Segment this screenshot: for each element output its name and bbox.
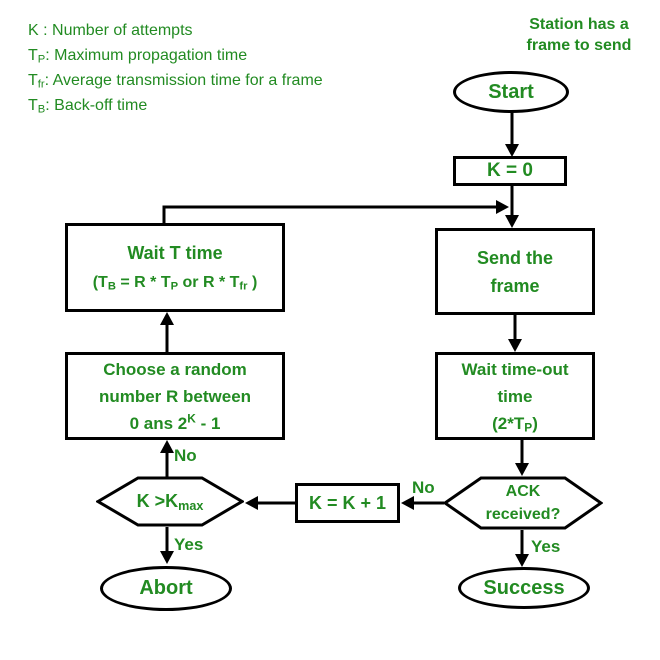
- success-label: Success: [483, 576, 565, 599]
- edge-choose-random-to-wait-t-time: [160, 312, 174, 353]
- success-node: Success: [458, 567, 590, 609]
- ack-yes-label: Yes: [531, 537, 561, 556]
- edge-ack-no-to-k-increment: [401, 496, 444, 510]
- choose-random-line2: number R between: [98, 386, 252, 406]
- hexagon-shape: [96, 476, 244, 527]
- edge-wait-timeout-to-ack: [515, 440, 529, 476]
- wait-timeout-line1: Wait time-out: [461, 359, 569, 379]
- header-note: Station has a frame to send: [500, 14, 658, 56]
- legend-line-tb: TB: Back-off time: [28, 97, 148, 116]
- kmax-yes-label: Yes: [174, 535, 204, 554]
- legend-line-k: K : Number of attempts: [28, 22, 193, 39]
- ack-no-label: No: [412, 478, 435, 497]
- wait-timeout-node: Wait time-out time (2*TP): [435, 352, 595, 440]
- header-note-line2: frame to send: [526, 37, 632, 54]
- ack-received-decision: ACK received?: [443, 476, 603, 530]
- k-init-node: K = 0: [453, 156, 567, 186]
- start-node: Start: [453, 71, 569, 113]
- k-increment-label: K = K + 1: [308, 492, 387, 513]
- legend-line-tp: TP: Maximum propagation time: [28, 47, 248, 66]
- choose-random-line1: Choose a random: [103, 359, 247, 379]
- edge-kmax-yes-to-abort: [160, 527, 174, 564]
- send-frame-line2: frame: [490, 275, 540, 296]
- legend-line-tfr: Tfr: Average transmission time for a fra…: [28, 72, 323, 91]
- edge-kmax-no-to-choose-random: [160, 440, 174, 477]
- ack-line1: ACK: [505, 483, 541, 500]
- edge-k-increment-to-kmax-check: [245, 496, 295, 510]
- edge-ack-yes-to-success: [515, 530, 529, 567]
- k-init-label: K = 0: [487, 160, 533, 181]
- send-frame-node: Send the frame: [435, 228, 595, 315]
- send-frame-line1: Send the: [476, 247, 553, 268]
- wait-timeout-line3: (2*TP): [492, 413, 538, 435]
- header-note-line1: Station has a: [529, 16, 629, 33]
- wait-t-time-line1: Wait T time: [127, 242, 223, 263]
- start-label: Start: [488, 80, 534, 103]
- abort-label: Abort: [139, 577, 193, 599]
- edge-send-frame-to-wait-timeout: [508, 315, 522, 352]
- choose-random-line3: 0 ans 2K - 1: [129, 410, 221, 433]
- abort-node: Abort: [100, 566, 232, 611]
- wait-t-time-line2: (TB = R * TP or R * Tfr ): [92, 273, 258, 292]
- ack-received-label: ACK received?: [486, 480, 561, 526]
- edge-start-to-k0: [505, 112, 519, 157]
- k-increment-node: K = K + 1: [295, 483, 400, 523]
- kmax-check-label: K >Kmax: [136, 491, 204, 513]
- wait-timeout-line2: time: [497, 386, 533, 406]
- edge-wait-t-time-loop-to-main-line: [162, 200, 509, 224]
- wait-t-time-node: Wait T time (TB = R * TP or R * Tfr ): [65, 223, 285, 312]
- kmax-check-decision: K >Kmax: [96, 476, 244, 527]
- hexagon-shape: [443, 476, 603, 530]
- edge-k0-to-send-frame: [505, 186, 519, 228]
- legend: K : Number of attempts TP: Maximum propa…: [28, 18, 323, 118]
- ack-line2: received?: [485, 506, 561, 523]
- choose-random-node: Choose a random number R between 0 ans 2…: [65, 352, 285, 440]
- kmax-no-label: No: [174, 446, 197, 465]
